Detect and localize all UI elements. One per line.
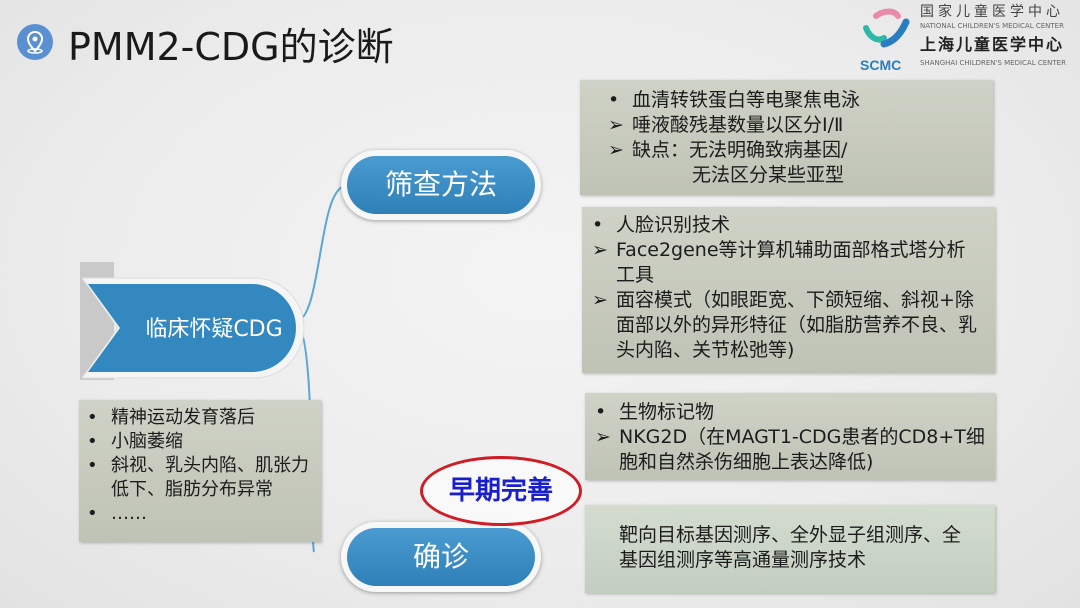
clinical-features-box: •精神运动发育落后 •小脑萎缩 •斜视、乳头内陷、肌张力低下、脂肪分布异常 •…… [79, 400, 321, 542]
root-node-label: 临床怀疑CDG [145, 317, 282, 342]
list-item: •斜视、乳头内陷、肌张力低下、脂肪分布异常 [87, 455, 309, 500]
logo-cn-shanghai: 上海儿童医学中心 [920, 35, 1065, 54]
list-item: •小脑萎缩 [87, 431, 183, 452]
logo-en-national: NATIONAL CHILDREN'S MEDICAL CENTER [920, 22, 1064, 30]
diagnosis-node[interactable]: 确诊 [341, 522, 541, 592]
logo-cn-national: 国家儿童医学中心 [920, 4, 1064, 20]
root-node-clinical-suspicion[interactable]: 临床怀疑CDG [76, 256, 306, 386]
screening-node[interactable]: 筛查方法 [341, 150, 541, 220]
list-item: •人脸识别技术 [592, 214, 731, 236]
sequencing-text: 靶向目标基因测序、全外显子组测序、全基因组测序等高通量测序技术 [619, 524, 962, 571]
serum-transferrin-box: •血清转铁蛋白等电聚焦电泳 ➢唾液酸残基数量以区分Ⅰ/Ⅱ ➢缺点：无法明确致病基… [580, 80, 993, 195]
sequencing-box: 靶向目标基因测序、全外显子组测序、全基因组测序等高通量测序技术 [585, 505, 995, 593]
list-item: 无法区分某些亚型 [692, 164, 845, 186]
scmc-logo: SCMC 国家儿童医学中心 NATIONAL CHILDREN'S MEDICA… [858, 4, 1078, 76]
biomarker-box: •生物标记物 ➢NKG2D（在MAGT1-CDG患者的CD8+T细胞和自然杀伤细… [585, 393, 995, 480]
list-item: ➢缺点：无法明确致病基因/ [608, 139, 848, 161]
list-item: •…… [87, 503, 147, 524]
list-item: ➢面容模式（如眼距宽、下颌短缩、斜视+除面部以外的异形特征（如脂肪营养不良、乳头… [592, 289, 978, 361]
list-item: •血清转铁蛋白等电聚焦电泳 [608, 89, 861, 111]
list-item: •精神运动发育落后 [87, 407, 255, 428]
screening-node-label: 筛查方法 [347, 156, 535, 214]
list-item: ➢唾液酸残基数量以区分Ⅰ/Ⅱ [608, 114, 844, 136]
list-item: •生物标记物 [595, 401, 715, 423]
scmc-logo-mark-icon: SCMC [860, 8, 910, 73]
page-title: PMM2-CDG的诊断 [68, 25, 394, 69]
list-item: ➢Face2gene等计算机辅助面部格式塔分析工具 [592, 239, 966, 286]
svg-text:SCMC: SCMC [860, 57, 901, 73]
location-pin-icon [17, 24, 53, 60]
face-recognition-box: •人脸识别技术 ➢Face2gene等计算机辅助面部格式塔分析工具 ➢面容模式（… [582, 207, 995, 373]
list-item: ➢NKG2D（在MAGT1-CDG患者的CD8+T细胞和自然杀伤细胞上表达降低) [595, 426, 985, 473]
logo-en-shanghai: SHANGHAI CHILDREN'S MEDICAL CENTER [920, 59, 1066, 67]
early-completion-callout: 早期完善 [420, 456, 582, 526]
diagnosis-node-label: 确诊 [347, 528, 535, 586]
connector-to-screening [295, 185, 346, 323]
